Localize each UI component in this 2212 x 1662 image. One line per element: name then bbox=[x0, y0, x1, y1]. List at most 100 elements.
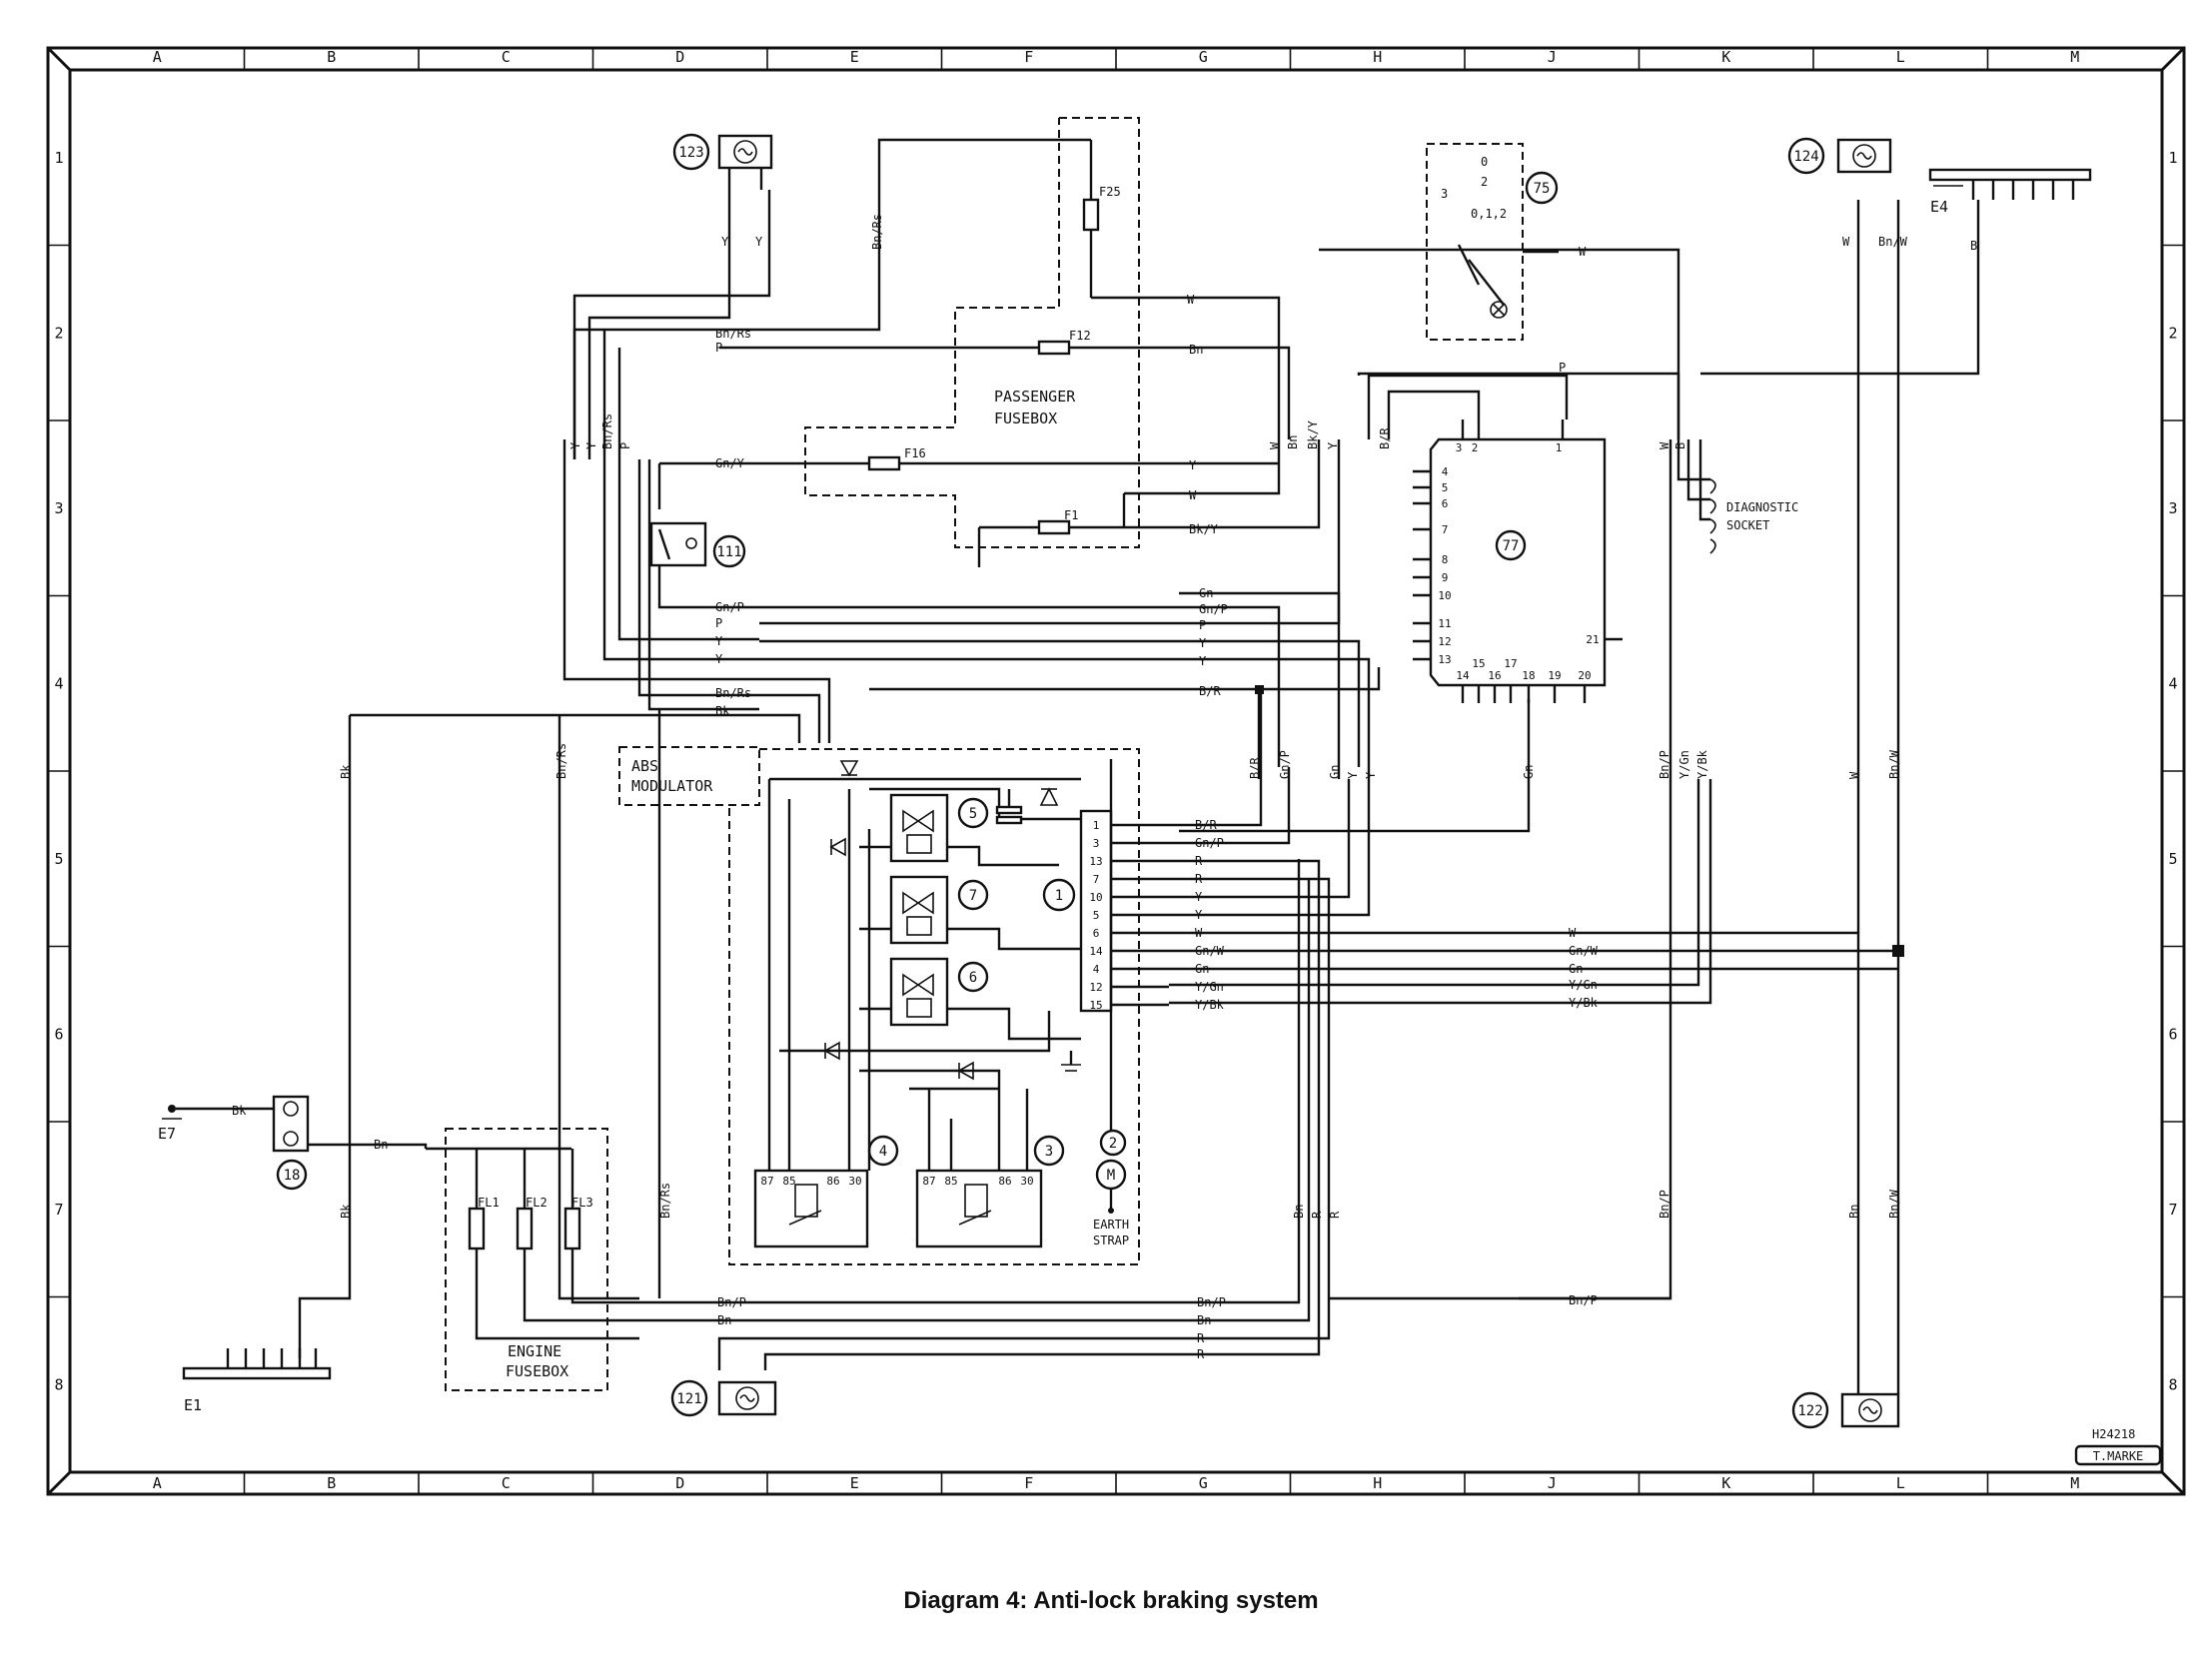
svg-text:Bn/Rs: Bn/Rs bbox=[600, 414, 614, 449]
svg-text:B/R: B/R bbox=[1199, 684, 1221, 698]
svg-text:W: W bbox=[1579, 245, 1587, 259]
grid-row-label: 5 bbox=[54, 850, 63, 868]
svg-text:MODULATOR: MODULATOR bbox=[631, 777, 713, 795]
svg-text:Gn/W: Gn/W bbox=[1569, 944, 1599, 958]
grid-column-label: D bbox=[675, 48, 684, 66]
svg-text:87: 87 bbox=[922, 1175, 935, 1188]
ecu-pin-number: 14 bbox=[1089, 945, 1103, 958]
grid-column-label: A bbox=[153, 1474, 162, 1492]
module-77-pin: 12 bbox=[1438, 635, 1451, 648]
ecu-pin-number: 13 bbox=[1089, 855, 1102, 868]
module-77-pin: 21 bbox=[1586, 633, 1599, 646]
svg-text:R: R bbox=[1197, 1331, 1205, 1345]
grid-row-label: 1 bbox=[2168, 149, 2177, 167]
svg-text:Bn: Bn bbox=[1847, 1205, 1861, 1219]
svg-text:STRAP: STRAP bbox=[1093, 1234, 1129, 1247]
svg-text:P: P bbox=[715, 341, 722, 355]
svg-text:Y: Y bbox=[1199, 636, 1207, 650]
grid-column-label: G bbox=[1199, 48, 1208, 66]
svg-text:2: 2 bbox=[1481, 175, 1488, 189]
svg-text:EARTH: EARTH bbox=[1093, 1218, 1129, 1232]
module-77-pin: 17 bbox=[1504, 657, 1517, 670]
grid-column-label: M bbox=[2070, 1474, 2079, 1492]
grid-row-label: 6 bbox=[54, 1025, 63, 1043]
svg-text:Y/Gn: Y/Gn bbox=[1677, 750, 1691, 779]
svg-text:R: R bbox=[1310, 1211, 1324, 1219]
svg-text:Bn/P: Bn/P bbox=[1569, 1293, 1598, 1307]
grid-column-label: B bbox=[327, 48, 336, 66]
ecu-pin-number: 5 bbox=[1093, 909, 1100, 922]
sensor-124: 124 W Bn/W bbox=[1787, 137, 1908, 249]
brand-mark: T.MARKE bbox=[2093, 1449, 2144, 1463]
grid-row-label: 7 bbox=[2168, 1201, 2177, 1219]
grid-column-label: L bbox=[1896, 1474, 1905, 1492]
svg-text:Y: Y bbox=[715, 652, 723, 666]
ecu-pin-number: 12 bbox=[1089, 981, 1102, 994]
grid-row-label: 2 bbox=[54, 324, 63, 342]
svg-text:Y: Y bbox=[1326, 441, 1340, 449]
svg-text:ABS: ABS bbox=[631, 757, 658, 775]
grid-column-label: J bbox=[1548, 48, 1557, 66]
svg-text:ENGINE: ENGINE bbox=[508, 1342, 561, 1360]
svg-text:18: 18 bbox=[284, 1168, 301, 1184]
svg-text:FL2: FL2 bbox=[526, 1196, 548, 1210]
sensor-18: 18 Bk Bn E7 bbox=[158, 1095, 428, 1191]
svg-text:Bn/Rs: Bn/Rs bbox=[554, 743, 568, 779]
grid-row-label: 5 bbox=[2168, 850, 2177, 868]
ecu-harness: W Bn/W Bn Bn/W W Gn/W Gn Y/Gn Y/Bk Bn/P … bbox=[1169, 200, 1904, 1298]
svg-text:Bn/P: Bn/P bbox=[1658, 1190, 1671, 1219]
svg-text:4: 4 bbox=[879, 1144, 887, 1160]
svg-text:85: 85 bbox=[944, 1175, 957, 1188]
bottom-harness: Bn/P Bn/P Bn Bn R R Bn/P Bn/Rs Bn/Rs 121… bbox=[554, 709, 1900, 1429]
svg-text:Bk/Y: Bk/Y bbox=[1189, 522, 1219, 536]
ecu-pin-number: 3 bbox=[1093, 837, 1100, 850]
grid-row-label: 6 bbox=[2168, 1025, 2177, 1043]
module-77-pin: 9 bbox=[1442, 571, 1449, 584]
grid-column-label: C bbox=[502, 48, 511, 66]
svg-text:Gn/Y: Gn/Y bbox=[715, 456, 745, 470]
diagram-caption: Diagram 4: Anti-lock braking system bbox=[903, 1587, 1318, 1614]
ecu-pin-number: 4 bbox=[1093, 963, 1100, 976]
component-number-77: 77 bbox=[1503, 538, 1520, 554]
earth-point-e1: E1 bbox=[182, 1348, 332, 1414]
svg-text:W: W bbox=[1187, 293, 1195, 307]
svg-text:7: 7 bbox=[969, 888, 977, 904]
ecu-wire-colour: Y/Bk bbox=[1195, 998, 1225, 1012]
grid-column-label: E bbox=[850, 1474, 859, 1492]
svg-text:P: P bbox=[1199, 618, 1206, 632]
module-77-pin: 19 bbox=[1548, 669, 1561, 682]
grid-column-label: H bbox=[1373, 48, 1382, 66]
svg-text:Bn/W: Bn/W bbox=[1878, 235, 1908, 249]
module-77-pin: 20 bbox=[1578, 669, 1591, 682]
svg-text:0,1,2: 0,1,2 bbox=[1471, 207, 1507, 221]
module-77-pin: 11 bbox=[1438, 617, 1451, 630]
svg-text:86: 86 bbox=[826, 1175, 839, 1188]
svg-text:Y: Y bbox=[584, 441, 598, 449]
module-77-pin: 13 bbox=[1438, 653, 1451, 666]
svg-text:B: B bbox=[1673, 442, 1687, 449]
grid-column-label: H bbox=[1373, 1474, 1382, 1492]
module-77-pin: 6 bbox=[1442, 497, 1449, 510]
engine-fusebox: ENGINE FUSEBOX FL1 FL2 FL3 bbox=[426, 1128, 639, 1391]
ecu-pin-number: 7 bbox=[1093, 873, 1100, 886]
component-number-122: 122 bbox=[1797, 1403, 1822, 1419]
reference-code: H24218 bbox=[2092, 1427, 2135, 1441]
reference-block: H24218 T.MARKE bbox=[2074, 1427, 2162, 1466]
grid-column-label: J bbox=[1548, 1474, 1557, 1492]
module-77-pin: 3 bbox=[1456, 441, 1463, 454]
svg-text:Y: Y bbox=[568, 441, 582, 449]
svg-text:Gn/P: Gn/P bbox=[715, 600, 744, 614]
svg-text:R: R bbox=[1197, 1347, 1205, 1361]
svg-text:B: B bbox=[1970, 239, 1977, 253]
svg-text:Y: Y bbox=[755, 235, 763, 249]
grid-column-label: K bbox=[1721, 48, 1730, 66]
svg-text:Bn/W: Bn/W bbox=[1887, 749, 1901, 779]
grid-column-label: E bbox=[850, 48, 859, 66]
grid-column-label: M bbox=[2070, 48, 2079, 66]
svg-text:Y/Gn: Y/Gn bbox=[1569, 978, 1598, 992]
grid-column-label: L bbox=[1896, 48, 1905, 66]
grid-row-label: 2 bbox=[2168, 324, 2177, 342]
svg-text:Bn: Bn bbox=[717, 1313, 731, 1327]
